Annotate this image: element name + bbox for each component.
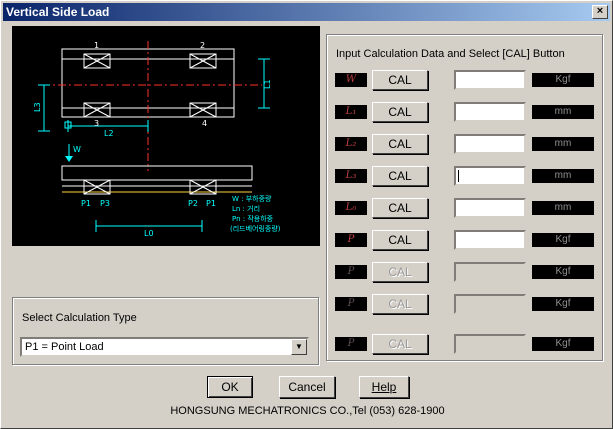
value-field[interactable] (454, 134, 526, 154)
cal-button[interactable]: CAL (372, 102, 428, 122)
input-row: L₀ CAL mm (1, 198, 613, 218)
param-symbol: W (335, 73, 367, 87)
unit-label: Kgf (532, 233, 594, 247)
input-row: P CAL Kgf (1, 334, 613, 354)
dropdown-arrow-icon[interactable]: ▼ (291, 339, 307, 355)
param-symbol: L₀ (335, 201, 367, 215)
cal-button: CAL (372, 334, 428, 354)
value-field (454, 262, 526, 282)
cal-button[interactable]: CAL (372, 70, 428, 90)
company-footer: HONGSUNG MECHATRONICS CO.,Tel (053) 628-… (170, 405, 445, 417)
cal-button[interactable]: CAL (372, 134, 428, 154)
diagram-drawing: 1 2 3 4 L1 L3 L2 W P1 P3 P2 P1 L0 W (33, 41, 281, 238)
help-button[interactable]: Help (359, 376, 409, 398)
cal-button: CAL (372, 262, 428, 282)
input-row: P CAL Kgf (1, 262, 613, 282)
label-p1b: P1 (206, 199, 216, 208)
value-field[interactable] (454, 198, 526, 218)
label-p1: P1 (81, 199, 91, 208)
value-field[interactable] (454, 70, 526, 90)
calc-type-group (12, 297, 319, 365)
param-symbol: L₂ (335, 137, 367, 151)
ok-button[interactable]: OK (207, 376, 253, 398)
unit-label: Kgf (532, 337, 594, 351)
legend-w: W : 부하중량 (232, 194, 272, 203)
value-field[interactable] (454, 230, 526, 250)
input-data-label: Input Calculation Data and Select [CAL] … (336, 48, 565, 60)
cal-button[interactable]: CAL (372, 198, 428, 218)
value-field[interactable] (454, 102, 526, 122)
label-n2: 2 (200, 41, 205, 50)
cal-button: CAL (372, 294, 428, 314)
carriage-side (61, 165, 253, 181)
label-n1: 1 (94, 41, 99, 50)
input-row: L₁ CAL mm (1, 102, 613, 122)
legend-ln: Ln : 거리 (232, 204, 260, 213)
param-symbol: P (335, 233, 367, 247)
label-n4: 4 (202, 119, 207, 128)
label-w: W (73, 145, 81, 154)
window-title: Vertical Side Load (6, 5, 110, 19)
cal-button[interactable]: CAL (372, 166, 428, 186)
calc-type-label: Select Calculation Type (22, 312, 137, 324)
input-row: P CAL Kgf (1, 294, 613, 314)
legend-note: (리드베어링중량) (230, 224, 281, 233)
value-field (454, 294, 526, 314)
param-symbol: P (335, 297, 367, 311)
cancel-button[interactable]: Cancel (279, 376, 335, 398)
calc-type-select[interactable]: P1 = Point Load ▼ (20, 337, 309, 357)
input-data-group (326, 34, 603, 361)
unit-label: Kgf (532, 265, 594, 279)
block-1 (83, 53, 111, 69)
block-side-2 (189, 179, 217, 195)
unit-label: mm (532, 137, 594, 151)
close-icon: × (596, 5, 604, 17)
block-2 (189, 53, 217, 69)
input-row: P CAL Kgf (1, 230, 613, 250)
param-symbol: P (335, 337, 367, 351)
param-symbol: L₁ (335, 105, 367, 119)
block-side-1 (83, 179, 111, 195)
unit-label: mm (532, 169, 594, 183)
value-field[interactable] (454, 166, 526, 186)
block-4 (189, 102, 217, 118)
label-p3: P3 (100, 199, 110, 208)
input-row: L₃ CAL mm (1, 166, 613, 186)
close-button[interactable]: × (592, 5, 608, 19)
label-l0: L0 (144, 229, 154, 238)
value-field (454, 334, 526, 354)
label-n3: 3 (94, 119, 99, 128)
calc-type-value: P1 = Point Load (25, 341, 104, 353)
unit-label: Kgf (532, 73, 594, 87)
unit-label: Kgf (532, 297, 594, 311)
label-l3: L3 (33, 102, 42, 112)
input-row: L₂ CAL mm (1, 134, 613, 154)
load-point-marker (64, 121, 72, 129)
label-l1: L1 (263, 79, 272, 89)
unit-label: mm (532, 201, 594, 215)
param-symbol: L₃ (335, 169, 367, 183)
param-symbol: P (335, 265, 367, 279)
legend-pn: Pn : 작용하중 (232, 214, 274, 223)
text-cursor (458, 170, 459, 183)
cal-button[interactable]: CAL (372, 230, 428, 250)
unit-label: mm (532, 105, 594, 119)
block-3 (83, 102, 111, 118)
load-diagram: 1 2 3 4 L1 L3 L2 W P1 P3 P2 P1 L0 W (12, 26, 320, 246)
label-p2: P2 (188, 199, 198, 208)
title-bar[interactable]: Vertical Side Load × (3, 3, 610, 21)
label-l2: L2 (104, 129, 114, 138)
input-row: W CAL Kgf (1, 70, 613, 90)
